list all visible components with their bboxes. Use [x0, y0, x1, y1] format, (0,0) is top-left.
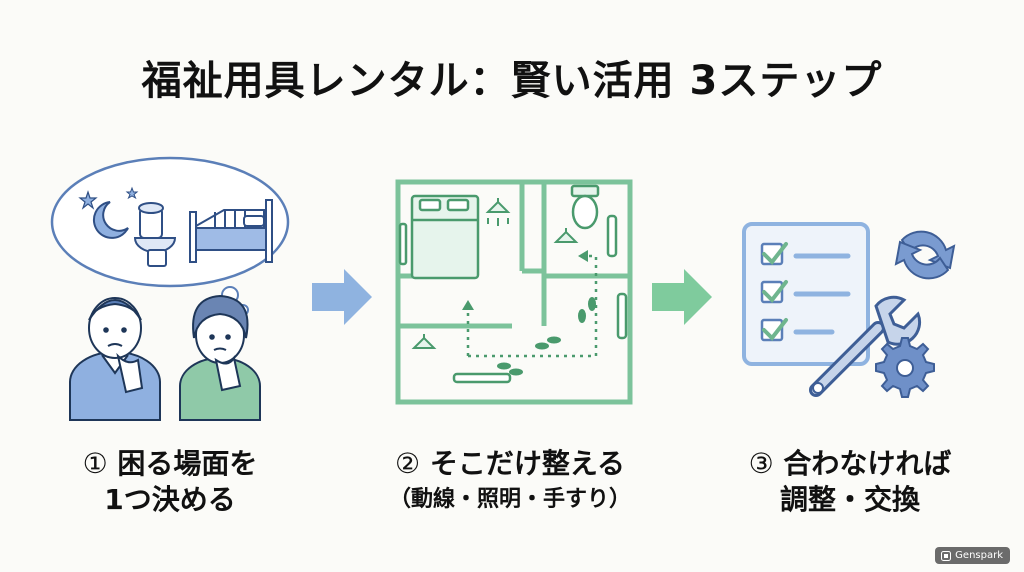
step1-line2: 1つ決める — [104, 483, 236, 516]
bed-icon — [189, 199, 273, 263]
toilet-icon — [133, 202, 177, 267]
genspark-badge[interactable]: Genspark — [935, 547, 1010, 564]
step1-number: ① — [82, 447, 108, 480]
gear-icon — [875, 337, 935, 398]
step2-line1: そこだけ整える — [429, 447, 626, 480]
step2-caption: ② そこだけ整える （動線・照明・手すり） — [360, 446, 660, 518]
genspark-label: Genspark — [955, 550, 1003, 561]
moon-icon — [92, 201, 129, 239]
step3-line2: 調整・交換 — [779, 483, 920, 516]
genspark-logo-icon — [941, 550, 952, 561]
step3-line1: 合わなければ — [783, 447, 952, 480]
arrow-right-1 — [312, 269, 372, 325]
step3-caption: ③ 合わなければ 調整・交換 — [720, 446, 980, 518]
arrow-right-2 — [652, 269, 712, 325]
elderly-couple-icon — [69, 294, 261, 421]
step1-illustration — [50, 156, 290, 421]
step2-line2: （動線・照明・手すり） — [388, 487, 631, 512]
refresh-icon — [894, 230, 956, 280]
step1-caption: ① 困る場面を 1つ決める — [40, 446, 300, 518]
checklist-icon — [742, 222, 870, 366]
star-icon — [78, 186, 139, 210]
step2-number: ② — [394, 447, 421, 480]
step1-line1: 困る場面を — [117, 447, 258, 480]
floor-plan-icon — [395, 179, 633, 405]
step3-illustration — [742, 222, 956, 398]
page-title: 福祉用具レンタル：賢い活用 3ステップ — [141, 58, 883, 104]
step3-number: ③ — [748, 447, 774, 480]
